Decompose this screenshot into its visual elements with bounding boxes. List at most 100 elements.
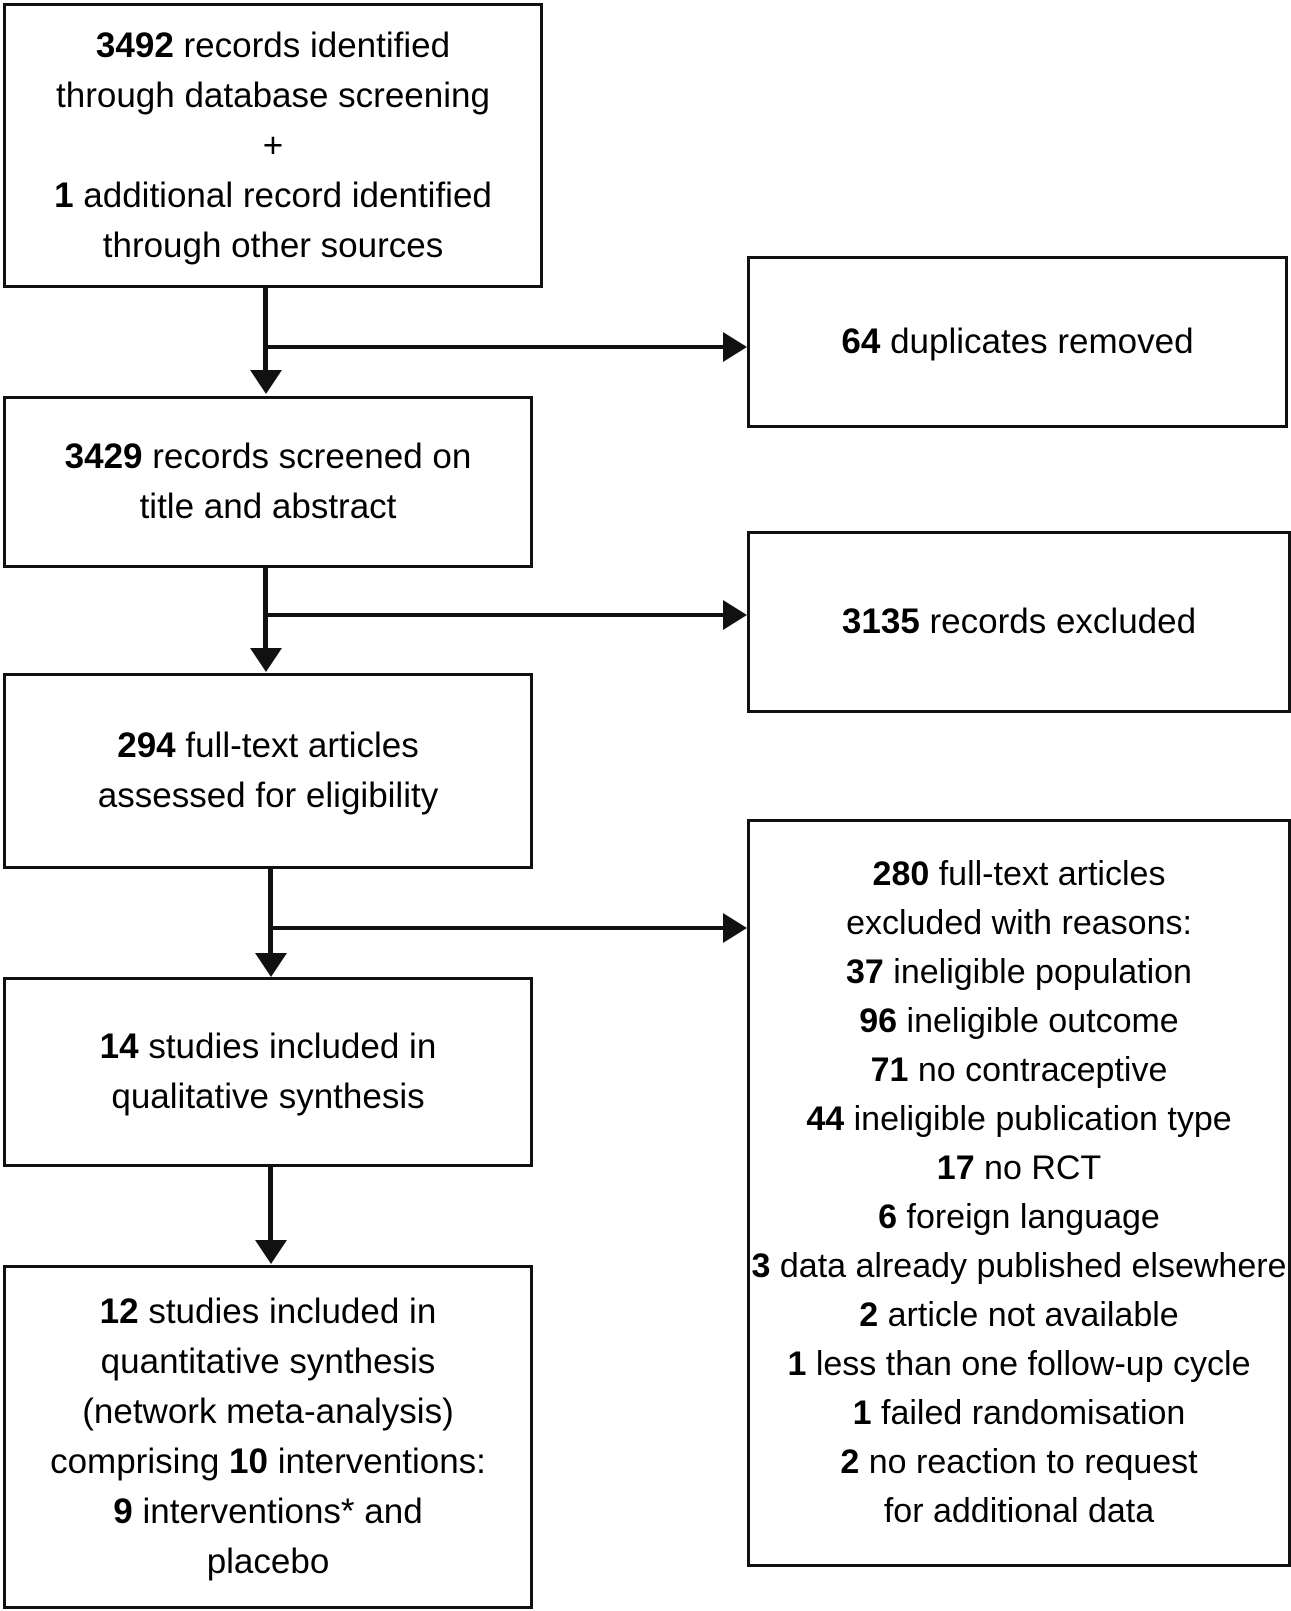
label-text: placebo [206,1542,330,1581]
label-text: ineligible publication type [844,1100,1232,1138]
node-text-line: (network meta-analysis) [50,1387,486,1437]
connector-horizontal-fulltext-excluded [270,926,725,930]
label-text: interventions* and [132,1492,423,1531]
label-text: records excluded [919,602,1197,641]
connector-vertical-identification [263,288,268,372]
node-text-line: 2 article not available [752,1291,1287,1340]
label-text: data already published elsewhere [770,1247,1287,1285]
connector-vertical-fulltext [268,869,273,955]
label-text: ineligible outcome [897,1002,1179,1040]
node-text-line: assessed for eligibility [98,771,438,821]
node-text-line: 71 no contraceptive [752,1046,1287,1095]
connector-vertical-screened [263,568,268,650]
label-text: for additional data [883,1492,1155,1530]
node-text-line: placebo [50,1537,486,1587]
count-value: 2 [859,1296,879,1334]
label-text: (network meta-analysis) [82,1392,454,1431]
label-text: full-text articles [929,855,1166,893]
count-value: 3429 [64,437,143,476]
node-text-line: excluded with reasons: [752,899,1287,948]
count-value: 10 [229,1442,268,1481]
node-text-line: 12 studies included in [50,1287,486,1337]
count-value: 3492 [95,25,174,65]
node-text-line: 1 less than one follow-up cycle [752,1340,1287,1389]
node-text-line: 1 additional record identified [54,171,492,221]
count-value: 1 [787,1345,807,1383]
label-text: title and abstract [139,487,397,526]
connector-horizontal-duplicates [265,345,725,349]
node-text-line: 37 ineligible population [752,948,1287,997]
count-value: 2 [840,1443,860,1481]
count-value: 71 [870,1051,909,1089]
node-text-line: 294 full-text articles [98,721,438,771]
label-text: + [262,125,284,165]
count-value: 37 [846,953,884,991]
node-text-line: 96 ineligible outcome [752,997,1287,1046]
node-text-line: quantitative synthesis [50,1337,486,1387]
label-text: assessed for eligibility [97,776,439,815]
count-value: 17 [936,1149,975,1187]
count-value: 12 [99,1292,139,1331]
node-text-line: 2 no reaction to request [752,1438,1287,1487]
node-text-line: 17 no RCT [752,1144,1287,1193]
count-value: 6 [878,1198,898,1236]
node-text-line: 9 interventions* and [50,1487,486,1537]
node-text-line: 64 duplicates removed [841,317,1193,367]
node-text-line: 3429 records screened on [65,432,472,482]
arrow-down-to-quantitative [255,1240,287,1264]
label-text: comprising [50,1442,230,1481]
node-text-line: 3 data already published elsewhere [752,1242,1287,1291]
arrow-right-to-records-excluded [723,600,747,630]
arrow-down-to-qualitative [255,953,287,977]
count-value: 96 [859,1002,898,1040]
node-text-line: 44 ineligible publication type [752,1095,1287,1144]
count-value: 1 [54,175,74,215]
count-value: 3 [751,1247,771,1285]
label-text: no contraceptive [908,1051,1168,1089]
count-value: 1 [852,1394,872,1432]
node-records-excluded: 3135 records excluded [747,531,1291,713]
label-text: foreign language [897,1198,1160,1236]
label-text: interventions: [267,1442,486,1481]
count-value: 280 [872,855,930,893]
label-text: no reaction to request [859,1443,1198,1481]
label-text: failed randomisation [871,1394,1186,1432]
node-text-line: 14 studies included in [100,1022,437,1072]
node-text-line: qualitative synthesis [100,1072,437,1122]
node-full-text-assessed: 294 full-text articles assessed for eligi… [3,673,533,869]
count-value: 14 [99,1027,139,1066]
node-text-line: 280 full-text articles [752,850,1287,899]
node-text-line: through other sources [54,221,492,271]
arrow-right-to-duplicates [723,332,747,362]
node-text-line: 6 foreign language [752,1193,1287,1242]
node-records-screened: 3429 records screened on title and abstra… [3,396,533,568]
node-text-line: comprising 10 interventions: [50,1437,486,1487]
count-value: 64 [841,322,881,361]
count-value: 9 [113,1492,133,1531]
label-text: no RCT [974,1149,1102,1187]
node-text-line: through database screening [54,71,492,121]
arrow-down-to-screened [250,370,282,394]
label-text: article not available [878,1296,1179,1334]
connector-vertical-qualitative [268,1167,273,1243]
label-text: records screened on [142,437,472,476]
node-text-line: + [54,121,492,171]
node-text: 3135 records excluded [842,597,1196,647]
node-text: 64 duplicates removed [841,317,1193,367]
node-text-line: 3492 records identified [54,21,492,71]
label-text: excluded with reasons: [846,904,1192,942]
node-text: 3429 records screened on title and abstra… [65,432,472,532]
label-text: full-text articles [175,726,419,765]
arrow-right-to-fulltext-excluded [723,913,747,943]
count-value: 294 [117,726,176,765]
node-text: 280 full-text articles excluded with reas… [752,850,1287,1536]
label-text: studies included in [138,1027,437,1066]
label-text: additional record identified [73,175,492,215]
connector-horizontal-records-excluded [265,613,725,617]
